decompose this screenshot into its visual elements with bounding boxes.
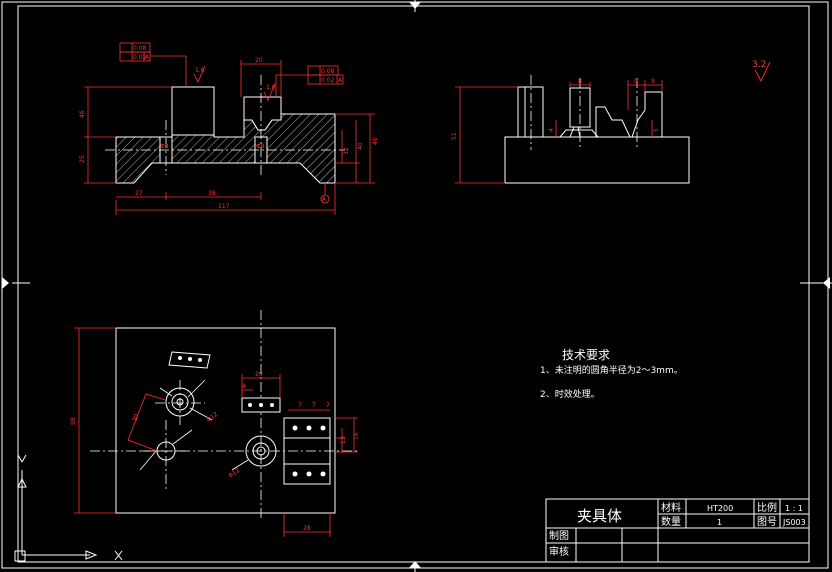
- quantity-value: 1: [717, 518, 722, 527]
- quantity-label: 数量: [661, 515, 681, 528]
- top-view: 98 28 20 4 7 7 7 13 16 30 Φ12 Φ12: [70, 310, 360, 537]
- tech-requirements: 技术要求 1、未注明的圆角半径为2～3mm。 2、时效处理。: [540, 348, 683, 400]
- roughness-value: 3.2: [752, 60, 766, 70]
- roughness-right: 1.6: [266, 84, 276, 91]
- tech-item-1: 1、未注明的圆角半径为2～3mm。: [540, 364, 683, 376]
- top-dim-16: 16: [353, 432, 360, 440]
- tol-right-datum: A: [338, 77, 343, 84]
- tol-left-flat: 0.08: [133, 45, 147, 52]
- part-name: 夹具体: [577, 507, 622, 525]
- side-dim-9a: 9: [634, 78, 638, 85]
- front-left-boss: [171, 86, 215, 136]
- side-dim-8: 8: [578, 78, 582, 85]
- drawn-by-label: 制图: [549, 529, 569, 542]
- dim-117: 117: [218, 203, 230, 210]
- front-right-boss: [243, 96, 282, 131]
- side-dim-4: 4: [548, 128, 555, 132]
- dim-32: 32: [343, 147, 350, 155]
- drawing-no-label: 图号: [757, 516, 777, 528]
- tech-heading: 技术要求: [562, 348, 610, 362]
- dim-27: 27: [135, 190, 143, 197]
- tol-left-par: 0.02: [133, 54, 147, 61]
- dim-phi8-right: Φ8: [256, 143, 265, 150]
- tech-item-2: 2、时效处理。: [540, 388, 600, 400]
- top-dim-20: 20: [255, 371, 263, 378]
- top-dim-7c: 7: [326, 402, 330, 409]
- roughness-left: 1.6: [195, 67, 205, 74]
- ucs-icon: [14, 454, 123, 562]
- top-dim-4: 4: [242, 383, 246, 390]
- side-dim-9b: 9: [651, 78, 655, 85]
- top-dim-7a: 7: [298, 402, 302, 409]
- scale-value: 1 : 1: [785, 504, 803, 513]
- dim-46-right: 46: [372, 137, 379, 145]
- front-body-section: [115, 113, 336, 184]
- top-dim-7b: 7: [312, 402, 316, 409]
- material-label: 材料: [661, 501, 681, 514]
- side-dim-5: 5: [653, 128, 660, 132]
- tol-left-datum: A: [145, 54, 150, 61]
- top-dim-28: 28: [303, 525, 311, 532]
- dim-25: 25: [79, 155, 86, 163]
- front-view: 20 117 27 38 1.6 1.6 0.08 0.02 A 0.08 0.…: [79, 42, 379, 215]
- scale-label: 比例: [757, 501, 777, 514]
- side-dim-51: 51: [451, 132, 458, 140]
- drawing-no-value: JS003: [782, 518, 806, 527]
- top-dim-98: 98: [70, 417, 77, 425]
- top-dim-13: 13: [340, 436, 347, 444]
- dim-20-top: 20: [255, 57, 263, 64]
- top-dim-30: 30: [131, 413, 140, 423]
- material-value: HT200: [707, 504, 733, 513]
- side-view: 8 9 9 51 4 5: [451, 75, 690, 184]
- title-block: [545, 498, 810, 563]
- checked-by-label: 审核: [549, 545, 569, 558]
- tol-right-flat: 0.08: [321, 68, 335, 75]
- dim-phi8-left: Φ8: [160, 143, 169, 150]
- datum-a: A: [322, 196, 327, 203]
- dim-46-left: 46: [79, 110, 86, 118]
- dim-38: 38: [208, 190, 216, 197]
- roughness-note: 3.2: [752, 60, 771, 82]
- dim-40: 40: [357, 142, 364, 150]
- tol-right-par: 0.02: [321, 77, 335, 84]
